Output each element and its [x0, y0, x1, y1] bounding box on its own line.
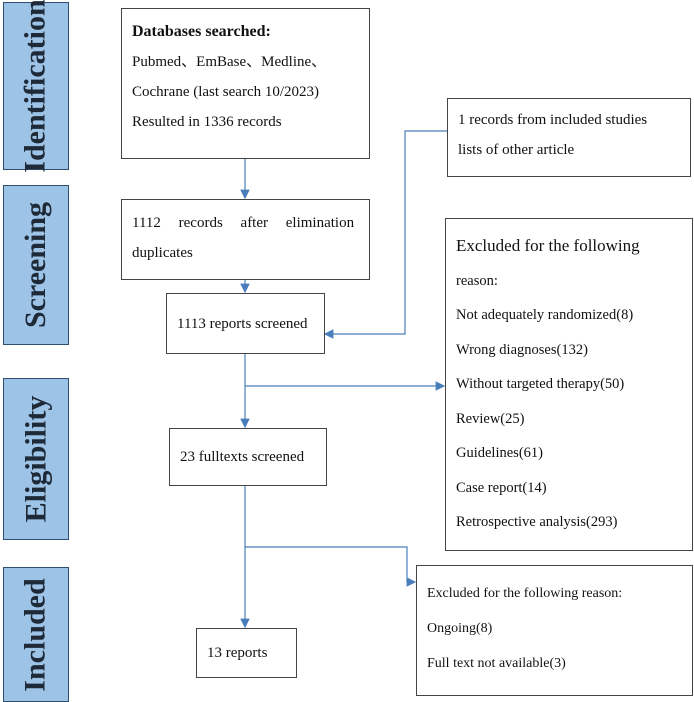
box-line: 1 records from included studies	[458, 112, 648, 128]
box-line: Full text not available(3)	[427, 656, 566, 671]
box-label: 13 reports	[207, 645, 268, 661]
box-line: Resulted in 1336 records	[132, 114, 282, 130]
arrow-fulltext-to-excluded	[245, 546, 417, 587]
included-box: 13 reports	[196, 628, 297, 678]
box-line: Cochrane (last search 10/2023)	[132, 84, 320, 100]
fulltext-box: 23 fulltexts screened	[169, 428, 327, 486]
box-line: Excluded for the following reason:	[427, 586, 623, 601]
arrow-other-sources-to-screened	[323, 130, 447, 339]
box-line: reason:	[456, 272, 498, 289]
stage-screening: Screening	[3, 185, 69, 345]
identification-box: Databases searched: Pubmed、EmBase、Medlin…	[121, 8, 370, 159]
stage-eligibility: Eligibility	[3, 378, 69, 540]
other-sources-box: 1 records from included studies lists of…	[447, 98, 691, 177]
box-line: Guidelines(61)	[456, 445, 543, 461]
box-line: Pubmed、EmBase、Medline、	[132, 54, 327, 70]
box-line: Case report(14)	[456, 479, 547, 496]
excluded-screening-box: Excluded for the following reason: Not a…	[445, 218, 693, 551]
box-line: Without targeted therapy(50)	[456, 376, 625, 392]
box-label: 1113 reports screened	[177, 315, 308, 332]
duplicates-box: 1112 records after elimination duplicate…	[121, 199, 370, 280]
box-line: lists of other article	[458, 142, 575, 158]
box-line: 1112 records after elimination	[132, 215, 355, 231]
box-line: Review(25)	[456, 410, 525, 427]
box-line: Wrong diagnoses(132)	[456, 341, 588, 358]
box-line: Ongoing(8)	[427, 621, 493, 636]
box-line: Not adequately randomized(8)	[456, 307, 634, 323]
box-line: Retrospective analysis(293)	[456, 514, 618, 530]
stage-included: Included	[3, 567, 69, 702]
screened-box: 1113 reports screened	[166, 293, 325, 354]
box-title: Databases searched:	[132, 23, 271, 40]
stage-identification: Identification	[3, 0, 69, 173]
excluded-fulltext-box: Excluded for the following reason: Ongoi…	[416, 565, 693, 696]
box-line: duplicates	[132, 245, 193, 261]
box-line: Excluded for the following	[456, 236, 640, 255]
box-label: 23 fulltexts screened	[180, 449, 305, 465]
